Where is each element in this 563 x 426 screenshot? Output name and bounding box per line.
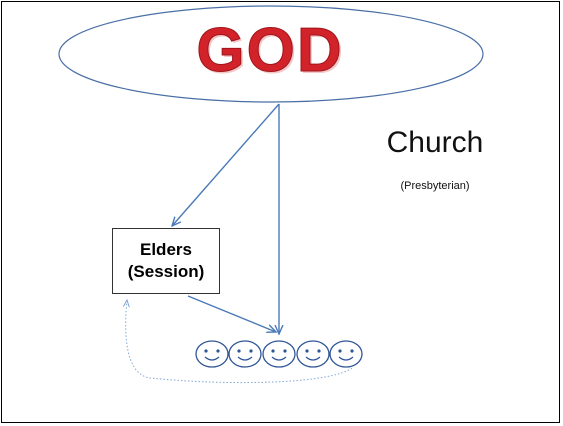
god-label: GOD [196, 16, 344, 85]
church-title: Church [386, 126, 484, 159]
elders-session-box: Elders (Session) [112, 228, 220, 294]
session-label: (Session) [127, 262, 205, 281]
arrow-elders-to-congregation [187, 295, 276, 332]
god-ellipse [58, 5, 484, 103]
arrow-congregation-to-elders-feedback [126, 300, 353, 384]
elders-label: Elders [140, 240, 192, 259]
arrow-god-to-elders [172, 103, 280, 226]
congregation-group [195, 340, 363, 368]
church-subtitle: (Presbyterian) [400, 180, 470, 192]
smiley-icon [262, 340, 296, 368]
smiley-icon [195, 340, 229, 368]
smiley-icon [228, 340, 262, 368]
smiley-icon [296, 340, 330, 368]
smiley-icon [329, 340, 363, 368]
